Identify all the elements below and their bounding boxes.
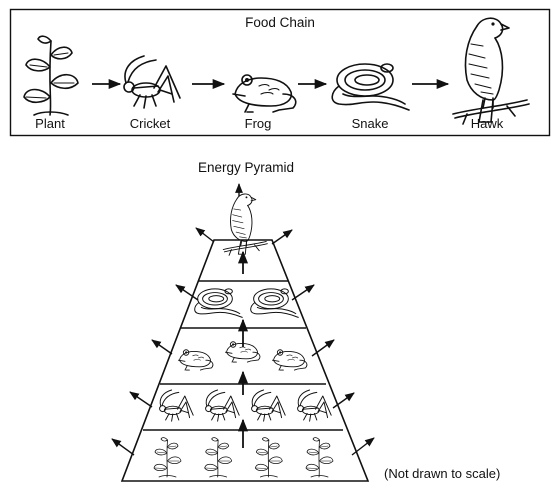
- heat-loss-arrows: [111, 227, 375, 456]
- label-cricket: Cricket: [130, 116, 171, 131]
- pyramid-plant-icon: [204, 437, 233, 478]
- heat-arrow-hawk-left: [195, 227, 215, 243]
- heat-arrow-frog-left: [151, 339, 173, 355]
- label-hawk: Hawk: [471, 116, 504, 131]
- pyramid-plant-icon: [254, 437, 283, 478]
- heat-arrow-frog-right: [311, 339, 335, 357]
- pyramid-plant-icon: [153, 437, 182, 478]
- label-plant: Plant: [35, 116, 65, 131]
- pyramid-snake-icon: [250, 288, 299, 318]
- pyramid-cricket-icon: [159, 389, 194, 422]
- heat-arrow-snake-right: [291, 284, 315, 301]
- cricket-icon: [123, 55, 181, 109]
- heat-arrow-plant-right: [351, 437, 375, 456]
- pyramid-frog-icon: [271, 349, 308, 371]
- pyramid-hawk-icon: [222, 193, 268, 256]
- heat-arrow-cricket-right: [332, 392, 355, 409]
- frog-icon: [232, 74, 297, 113]
- pyramid-cricket-icon: [205, 389, 240, 422]
- heat-arrow-snake-left: [175, 284, 199, 301]
- hawk-icon: [452, 17, 530, 125]
- pyramid-plant-icon: [305, 437, 334, 478]
- food-chain-frame: [9, 8, 551, 137]
- not-to-scale-note: (Not drawn to scale): [384, 466, 500, 481]
- energy-pyramid-title: Energy Pyramid: [198, 160, 294, 175]
- label-frog: Frog: [245, 116, 272, 131]
- pyramid-cricket-icon: [251, 389, 286, 422]
- heat-arrow-cricket-left: [129, 391, 153, 408]
- pyramid-snake-icon: [194, 288, 243, 318]
- food-chain-title: Food Chain: [245, 15, 315, 30]
- label-snake: Snake: [352, 116, 389, 131]
- pyramid-outline: [120, 239, 370, 482]
- heat-arrow-plant-left: [111, 438, 135, 456]
- snake-icon: [331, 63, 410, 111]
- plant-icon: [23, 35, 79, 116]
- heat-arrow-hawk-right: [271, 229, 293, 245]
- pyramid-frog-icon: [177, 349, 214, 371]
- pyramid-cricket-icon: [297, 389, 332, 422]
